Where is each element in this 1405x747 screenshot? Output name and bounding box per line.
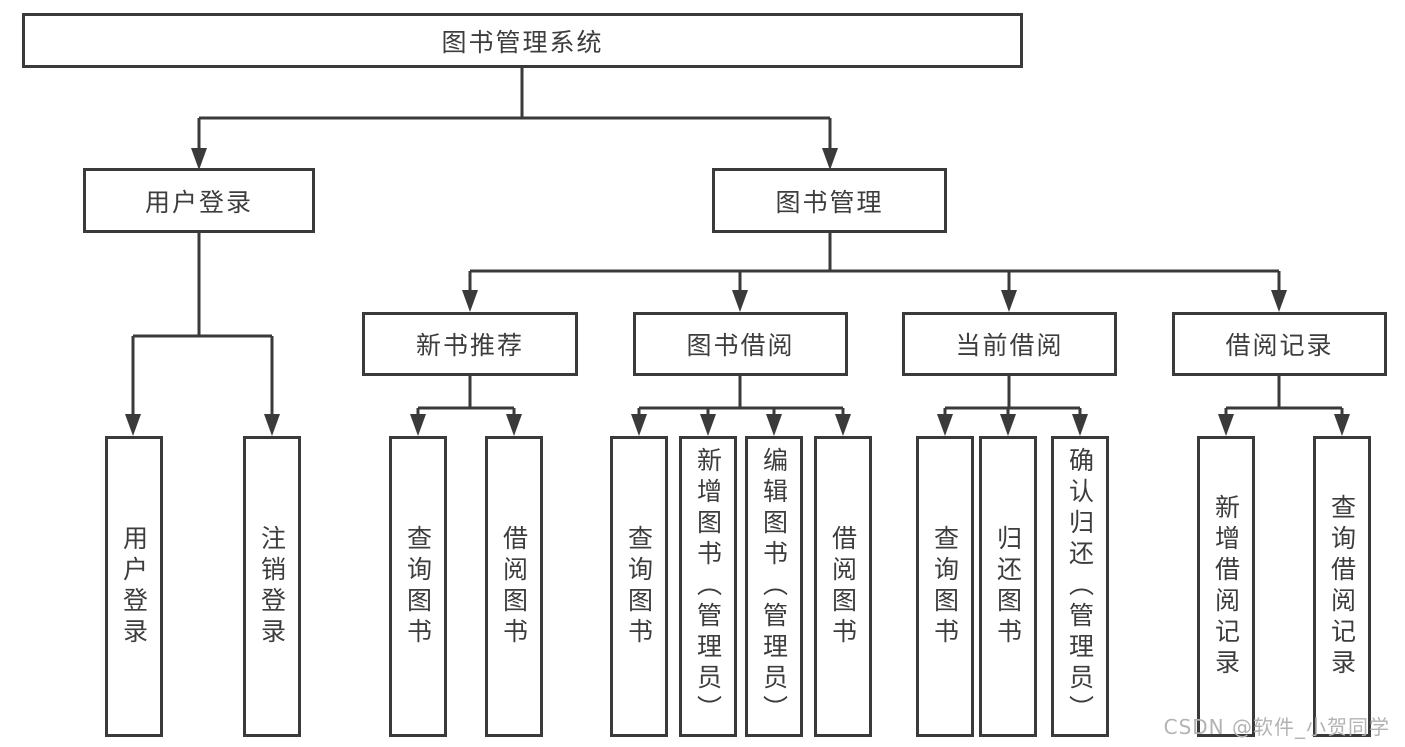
node-new-book-recommend: 新书推荐 [362,312,578,376]
leaf-query-book-recommend: 查询图书 [389,436,447,737]
node-label: 归还图书 [993,524,1023,649]
node-book-management: 图书管理 [712,168,947,233]
node-label: 编辑图书（管理员） [759,447,789,726]
node-label: 查询图书 [930,524,960,649]
node-label: 图书管理系统 [441,27,604,57]
node-label: 图书借阅 [686,331,795,360]
node-user-login: 用户登录 [83,168,315,233]
leaf-add-borrow-record: 新增借阅记录 [1197,436,1255,737]
node-book-borrow: 图书借阅 [633,312,848,376]
leaf-return-book: 归还图书 [979,436,1037,737]
node-label: 查询图书 [624,524,654,649]
node-label: 借阅记录 [1225,331,1334,360]
node-label: 借阅图书 [828,524,858,649]
leaf-add-book-admin: 新增图书（管理员） [679,436,737,737]
node-root-system: 图书管理系统 [22,13,1023,68]
tree-edges [131,68,1344,418]
node-label: 用户登录 [144,187,253,217]
node-label: 注销登录 [257,524,287,649]
arrowheads [125,148,1350,436]
node-label: 查询图书 [403,524,433,649]
leaf-query-book-current: 查询图书 [916,436,974,737]
node-label: 借阅图书 [499,524,529,649]
node-label: 新书推荐 [415,331,524,360]
node-label: 新增图书（管理员） [693,447,723,726]
leaf-query-book-borrow: 查询图书 [610,436,668,737]
leaf-query-borrow-record: 查询借阅记录 [1313,436,1371,737]
leaf-edit-book-admin: 编辑图书（管理员） [745,436,803,737]
node-label: 查询借阅记录 [1327,493,1357,680]
node-label: 当前借阅 [955,331,1064,360]
node-label: 图书管理 [775,187,884,217]
leaf-borrow-book: 借阅图书 [814,436,872,737]
node-current-borrow: 当前借阅 [902,312,1117,376]
node-label: 用户登录 [119,524,149,649]
csdn-watermark: CSDN @软件_小贺同学 [1163,715,1390,739]
node-label: 确认归还（管理员） [1065,447,1095,726]
leaf-logout: 注销登录 [243,436,301,737]
node-label: 新增借阅记录 [1211,493,1241,680]
leaf-confirm-return-admin: 确认归还（管理员） [1051,436,1109,737]
node-borrow-records: 借阅记录 [1172,312,1387,376]
leaf-borrow-book-recommend: 借阅图书 [485,436,543,737]
leaf-user-login: 用户登录 [105,436,163,737]
